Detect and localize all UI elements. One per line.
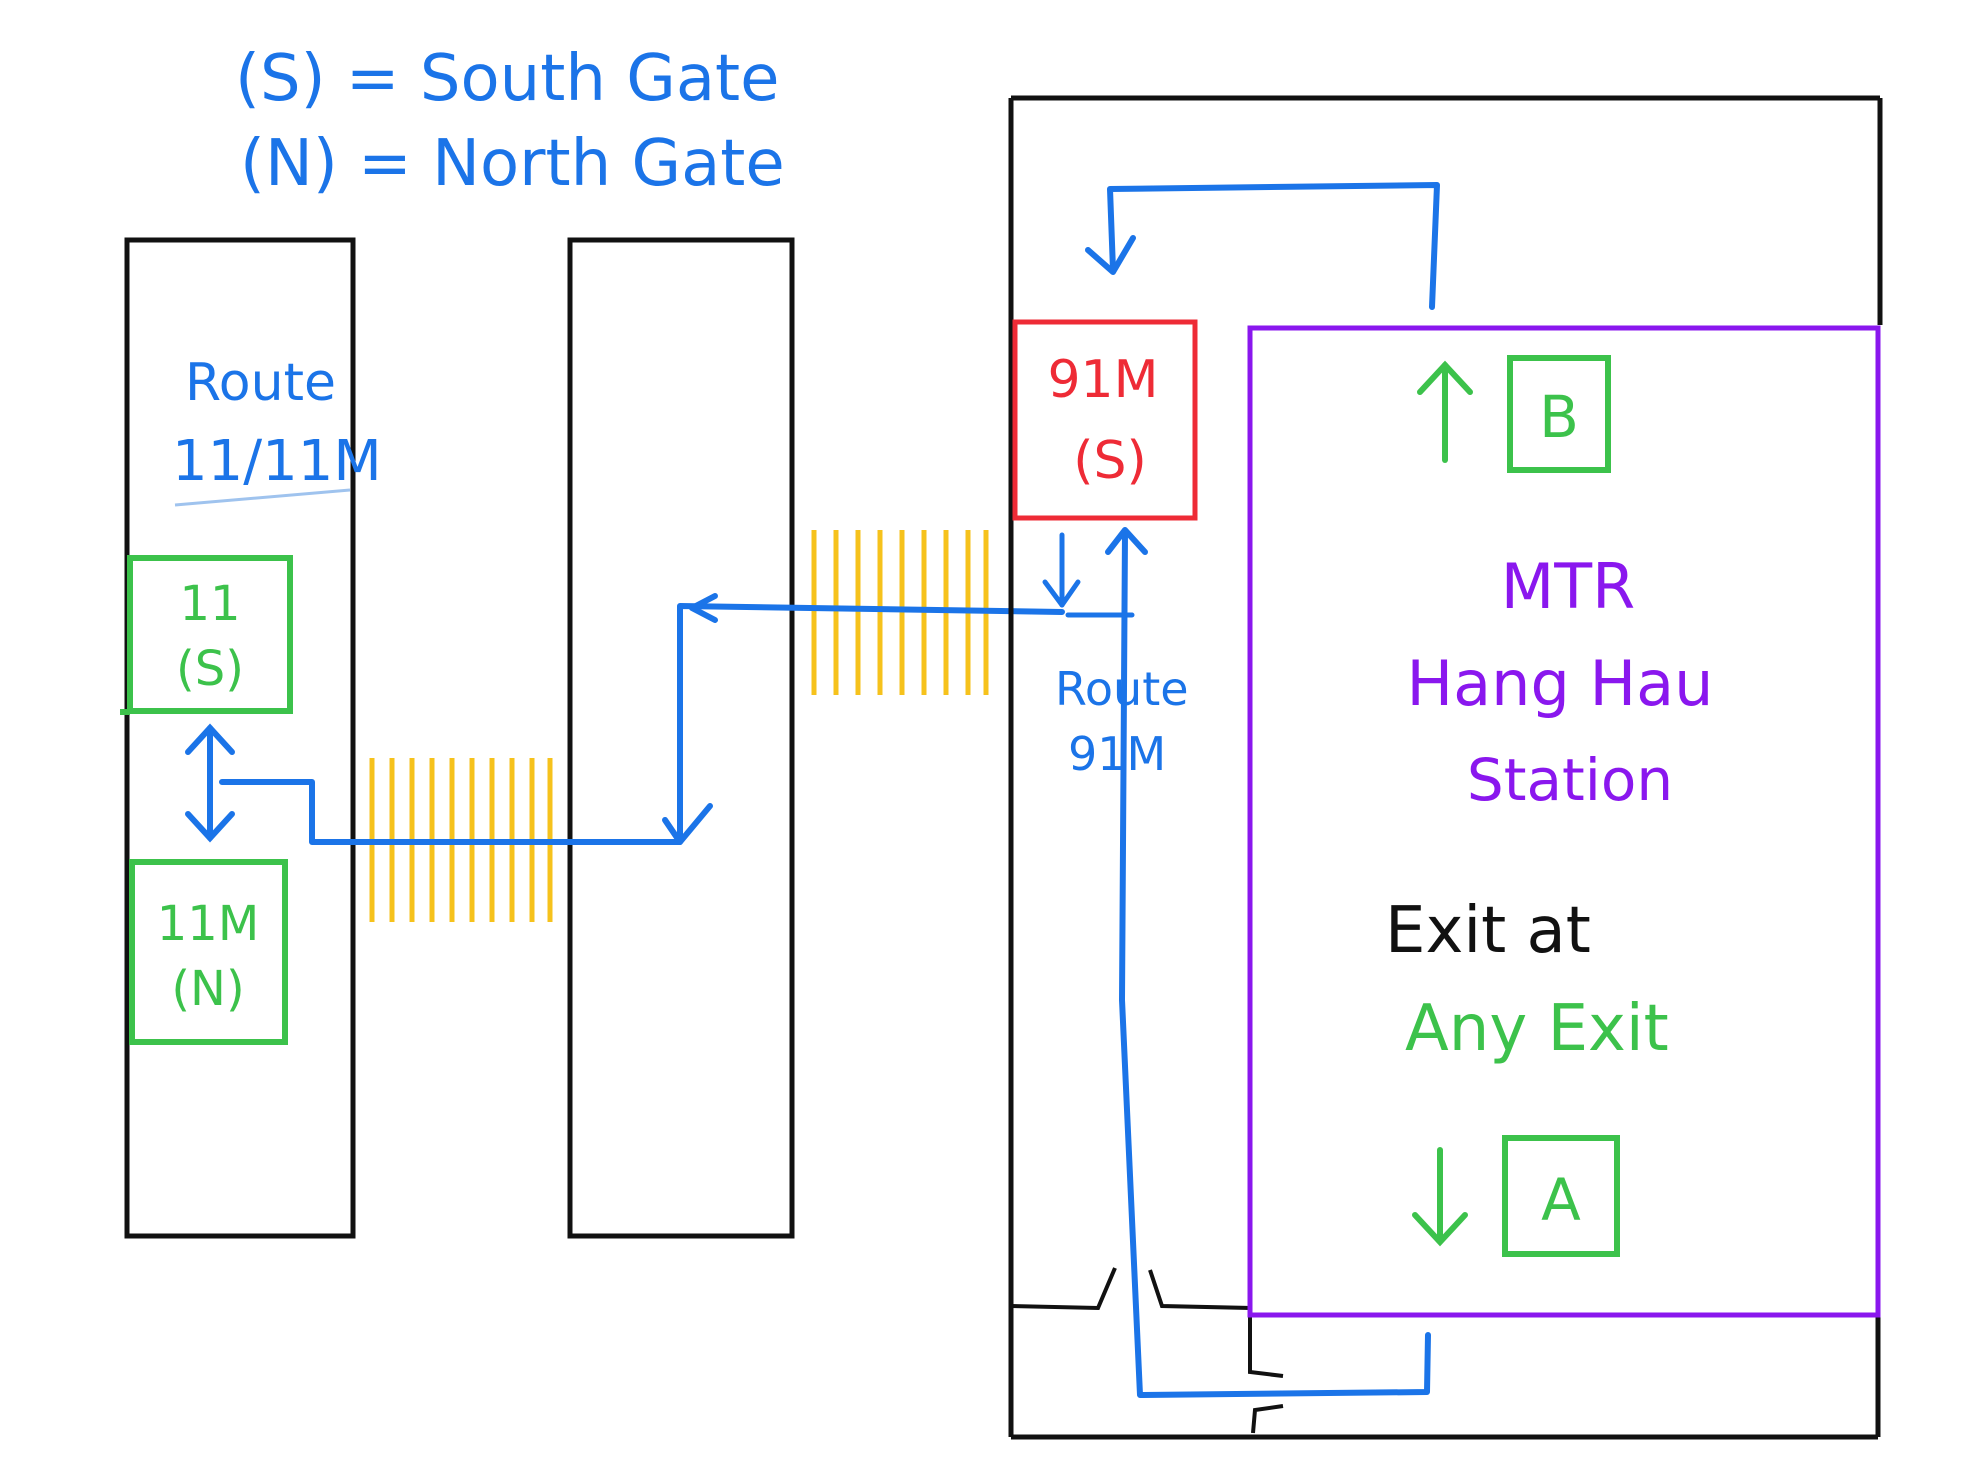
footbridge-marks (1010, 1267, 1284, 1434)
exit-a-label: A (1541, 1166, 1581, 1234)
left-street-block (124, 237, 356, 1239)
route-11-number: 11/11M (172, 429, 382, 494)
stop-11-gate: (S) (176, 641, 244, 697)
right-street-block (1008, 95, 1883, 1440)
exit-a[interactable] (1502, 1135, 1620, 1257)
stop-91m-gate: (S) (1073, 431, 1147, 491)
exit-a-arrow (1412, 1147, 1468, 1247)
bus-stop-11m-north[interactable] (129, 859, 288, 1045)
exit-b-arrow (1417, 360, 1473, 463)
route-91m-number: 91M (1068, 727, 1166, 781)
bus-stop-91m-south[interactable] (1012, 319, 1198, 521)
stop-91m-number: 91M (1047, 350, 1158, 410)
bus-stop-11-south[interactable] (127, 555, 293, 714)
route-11-underline (174, 488, 351, 507)
station-line3: Station (1467, 746, 1673, 814)
stop-11-number: 11 (179, 576, 240, 632)
legend-north-gate: (N) = North Gate (240, 127, 785, 201)
stop-11m-gate: (N) (171, 961, 244, 1017)
exit-choice: Any Exit (1405, 992, 1669, 1066)
transfer-double-arrow (185, 723, 235, 843)
legend: (S) = South Gate (N) = North Gate (235, 42, 785, 201)
legend-south-gate: (S) = South Gate (235, 42, 780, 116)
route-91m-bus-path (1085, 182, 1440, 1398)
middle-street-block (567, 237, 795, 1239)
station-line2: Hang Hau (1407, 647, 1714, 720)
walking-path-crossing-to-91m (1042, 532, 1135, 618)
station-line1: MTR (1501, 550, 1635, 623)
exit-b[interactable] (1507, 355, 1611, 473)
hang-hau-station[interactable] (1247, 325, 1881, 1318)
route-11-title: Route (185, 353, 336, 413)
walking-path-to-91m (219, 593, 1065, 845)
exit-b-label: B (1539, 383, 1579, 451)
exit-instruction: Exit at (1385, 894, 1591, 968)
stop-11m-number: 11M (157, 896, 260, 952)
